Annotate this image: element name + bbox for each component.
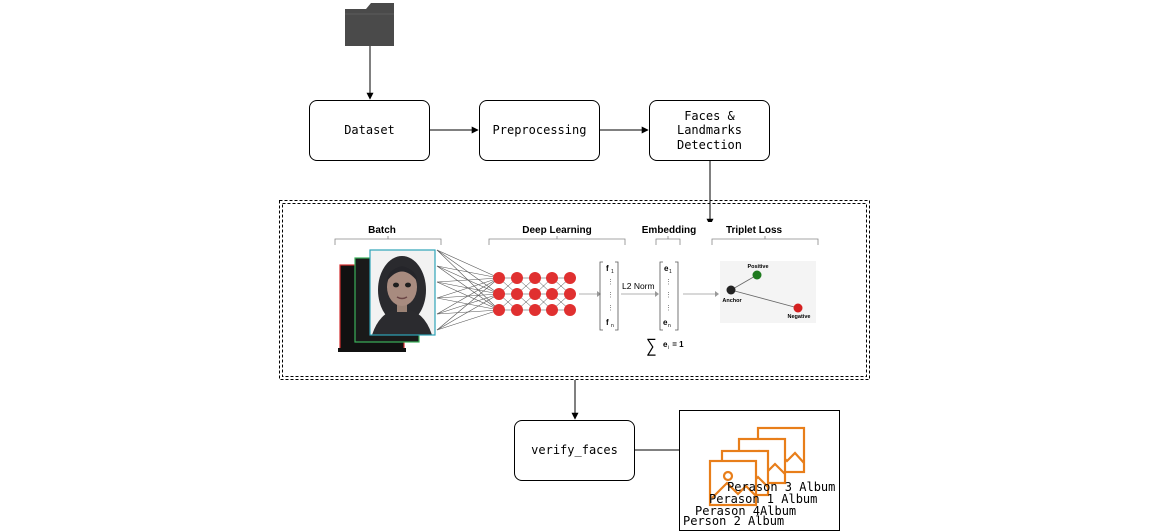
svg-text:⋮: ⋮ bbox=[665, 304, 672, 312]
album-label-person-4: Perason 4Album bbox=[695, 504, 797, 518]
anchor-dot bbox=[726, 285, 736, 295]
album-label-person-1: Perason 1 Album bbox=[709, 492, 818, 506]
sum-formula-e: e bbox=[663, 340, 668, 349]
en-label: e bbox=[663, 318, 668, 327]
f1-sub: 1 bbox=[611, 269, 614, 275]
model-container bbox=[279, 200, 870, 380]
verify-faces-box: verify_faces bbox=[514, 420, 635, 481]
embedding-header: Embedding bbox=[642, 225, 696, 236]
svg-text:⋮: ⋮ bbox=[665, 291, 672, 299]
l2-norm-label: L2 Norm bbox=[622, 281, 655, 291]
album-label-person-2: Person 2 Album bbox=[683, 514, 785, 528]
negative-dot bbox=[793, 303, 803, 313]
negative-label: Negative bbox=[788, 314, 811, 320]
f1-label: f bbox=[606, 264, 609, 273]
svg-text:⋮: ⋮ bbox=[607, 304, 614, 312]
folder-icon bbox=[345, 3, 394, 46]
dataset-box: Dataset bbox=[309, 100, 430, 161]
deep-learning-header: Deep Learning bbox=[522, 225, 591, 236]
album-icon-4 bbox=[708, 459, 758, 507]
preprocessing-box: Preprocessing bbox=[479, 100, 600, 161]
triplet-loss-header: Triplet Loss bbox=[726, 225, 783, 236]
triplet-plot bbox=[720, 261, 816, 323]
e1-label: e bbox=[664, 264, 669, 273]
model-figure: Batch Deep Learning Embedding Triplet Lo… bbox=[333, 222, 821, 357]
fn-sub: n bbox=[611, 323, 614, 329]
album-label-person-3: Perason 3 Album bbox=[727, 480, 836, 494]
neural-network-neurons bbox=[493, 272, 576, 316]
svg-text:⋮: ⋮ bbox=[665, 278, 672, 286]
e1-sub: 1 bbox=[669, 269, 672, 275]
batch-header: Batch bbox=[368, 225, 396, 236]
sum-formula-eq: = 1 bbox=[670, 340, 684, 349]
album-icons bbox=[708, 426, 806, 507]
sum-formula-sub: i bbox=[668, 345, 669, 351]
svg-text:⋮: ⋮ bbox=[607, 278, 614, 286]
en-sub: n bbox=[668, 323, 671, 329]
batch-frame-teal bbox=[369, 249, 436, 336]
faces-landmarks-detection-box: Faces & Landmarks Detection bbox=[649, 100, 770, 161]
face-image bbox=[370, 250, 435, 335]
sum-symbol: ∑ bbox=[646, 336, 657, 357]
positive-dot bbox=[752, 270, 762, 280]
positive-label: Positive bbox=[747, 264, 768, 270]
svg-text:⋮: ⋮ bbox=[607, 291, 614, 299]
fn-label: f bbox=[606, 318, 609, 327]
anchor-label: Anchor bbox=[722, 298, 742, 304]
